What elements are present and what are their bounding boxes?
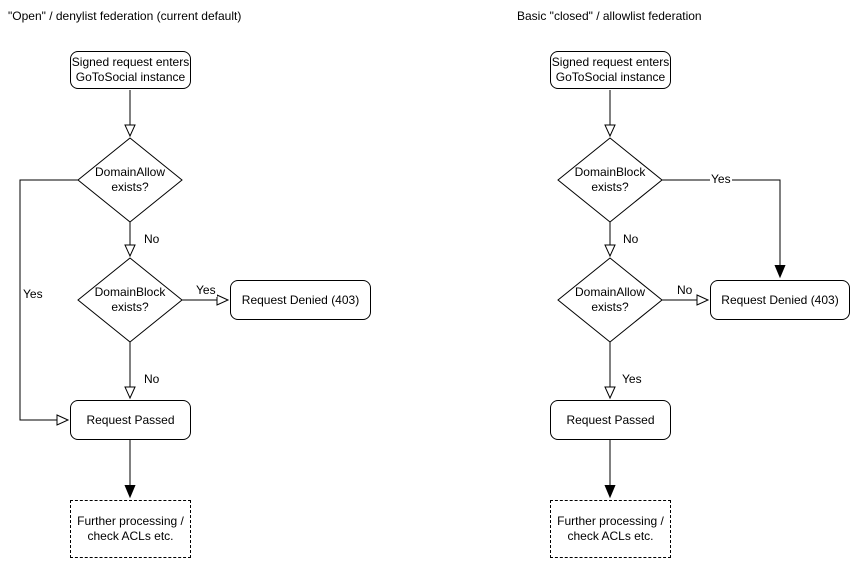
right-decision1-line2: exists? xyxy=(591,180,629,194)
right-decision2-line2: exists? xyxy=(591,300,629,314)
right-decision1-line1: DomainBlock xyxy=(574,165,646,179)
left-start-node-line2: GoToSocial instance xyxy=(75,70,186,84)
right-decision2-diamond xyxy=(557,257,663,343)
right-start-node-line1: Signed request enters xyxy=(551,55,670,69)
right-denied-node: Request Denied (403) xyxy=(710,280,850,320)
left-decision2-yes-label: Yes xyxy=(195,283,217,297)
right-chart-title: Basic "closed" / allowlist federation xyxy=(517,9,702,23)
right-decision2-label: DomainAllow exists? xyxy=(558,285,662,315)
left-decision1-no-label: No xyxy=(143,232,161,246)
left-chart-title: "Open" / denylist federation (current de… xyxy=(8,9,242,23)
left-passed-node: Request Passed xyxy=(70,400,191,440)
right-decision2-no-label: No xyxy=(676,283,694,297)
left-start-node-line1: Signed request enters xyxy=(71,55,190,69)
left-further-node: Further processing / check ACLs etc. xyxy=(70,500,191,558)
left-passed-node-label: Request Passed xyxy=(86,412,175,427)
left-decision2-line1: DomainBlock xyxy=(94,285,166,299)
left-decision1-diamond xyxy=(77,137,183,223)
right-further-node-line2: check ACLs etc. xyxy=(567,529,654,543)
right-decision2-line1: DomainAllow xyxy=(574,285,646,299)
right-start-node-line2: GoToSocial instance xyxy=(555,70,666,84)
left-decision1-line2: exists? xyxy=(111,180,149,194)
right-passed-node-label: Request Passed xyxy=(566,412,655,427)
left-denied-node-label: Request Denied (403) xyxy=(241,292,360,307)
right-denied-node-label: Request Denied (403) xyxy=(721,292,839,307)
left-further-node-line2: check ACLs etc. xyxy=(87,529,174,543)
right-further-node: Further processing / check ACLs etc. xyxy=(550,500,671,558)
right-edge-decision1-yes-to-denied xyxy=(662,179,780,277)
left-decision1-line1: DomainAllow xyxy=(94,165,166,179)
left-decision1-yes-label: Yes xyxy=(22,287,44,301)
left-decision2-line2: exists? xyxy=(111,300,149,314)
right-decision1-yes-label: Yes xyxy=(710,172,732,186)
right-decision2-yes-label: Yes xyxy=(621,372,643,386)
right-decision1-no-label: No xyxy=(622,232,640,246)
left-decision2-diamond xyxy=(77,257,183,343)
left-decision1-label: DomainAllow exists? xyxy=(78,165,182,195)
right-decision1-label: DomainBlock exists? xyxy=(558,165,662,195)
right-decision1-diamond xyxy=(557,137,663,223)
left-edge-decision1-yes-to-passed xyxy=(19,179,78,426)
left-start-node: Signed request enters GoToSocial instanc… xyxy=(70,51,191,89)
right-further-node-line1: Further processing / xyxy=(557,514,664,528)
left-denied-node: Request Denied (403) xyxy=(230,280,371,320)
left-further-node-line1: Further processing / xyxy=(77,514,184,528)
left-decision2-no-label: No xyxy=(143,372,161,386)
right-passed-node: Request Passed xyxy=(550,400,671,440)
left-decision2-label: DomainBlock exists? xyxy=(78,285,182,315)
right-start-node: Signed request enters GoToSocial instanc… xyxy=(550,51,671,89)
